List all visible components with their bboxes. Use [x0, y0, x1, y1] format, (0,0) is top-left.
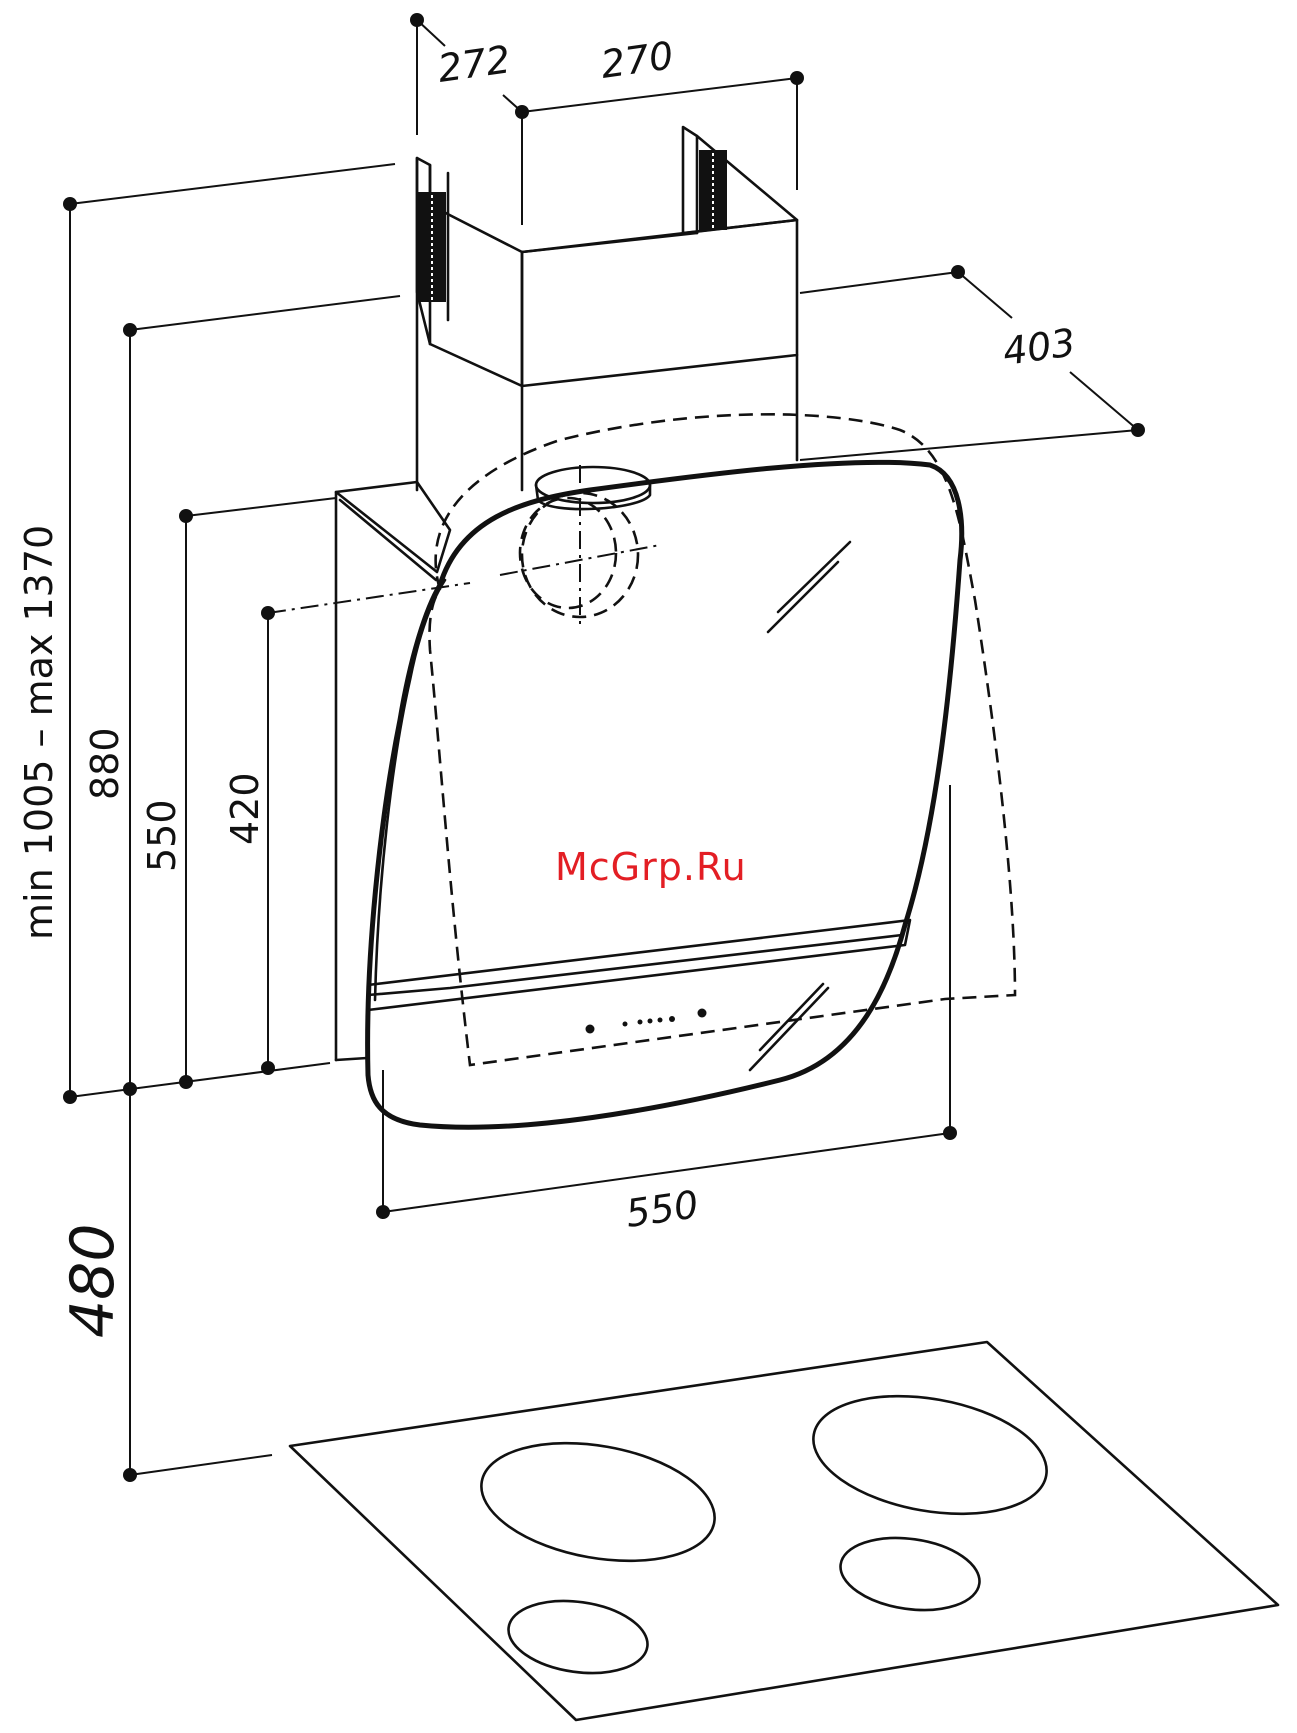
burner-rear-left	[504, 1593, 652, 1682]
dim-clearance: 480	[58, 1223, 128, 1338]
dim-overall-height: min 1005 – max 1370	[17, 525, 61, 940]
dim-hood-width: 550	[623, 1182, 701, 1236]
outlet-collar	[500, 465, 660, 630]
dim-height-550: 550	[140, 799, 184, 872]
watermark-text: McGrp.Ru	[555, 845, 747, 889]
control-buttons	[586, 1009, 707, 1034]
vent-slots-left	[418, 192, 446, 302]
burner-front-left	[472, 1426, 724, 1577]
dim-height-880: 880	[83, 727, 127, 800]
burner-rear-right	[804, 1379, 1056, 1530]
hood-body	[368, 414, 1015, 1127]
dim-hood-depth: 403	[1000, 320, 1078, 374]
dim-duct-depth: 272	[435, 37, 513, 91]
burner-front-right	[836, 1530, 984, 1619]
cooktop	[290, 1342, 1278, 1720]
chimney-duct	[417, 127, 797, 490]
dimension-lines	[63, 13, 1145, 1482]
vent-slots-right	[699, 150, 727, 230]
dim-height-420: 420	[223, 772, 267, 845]
dim-duct-width: 270	[598, 33, 676, 87]
hood-glass-panel	[368, 462, 962, 1127]
